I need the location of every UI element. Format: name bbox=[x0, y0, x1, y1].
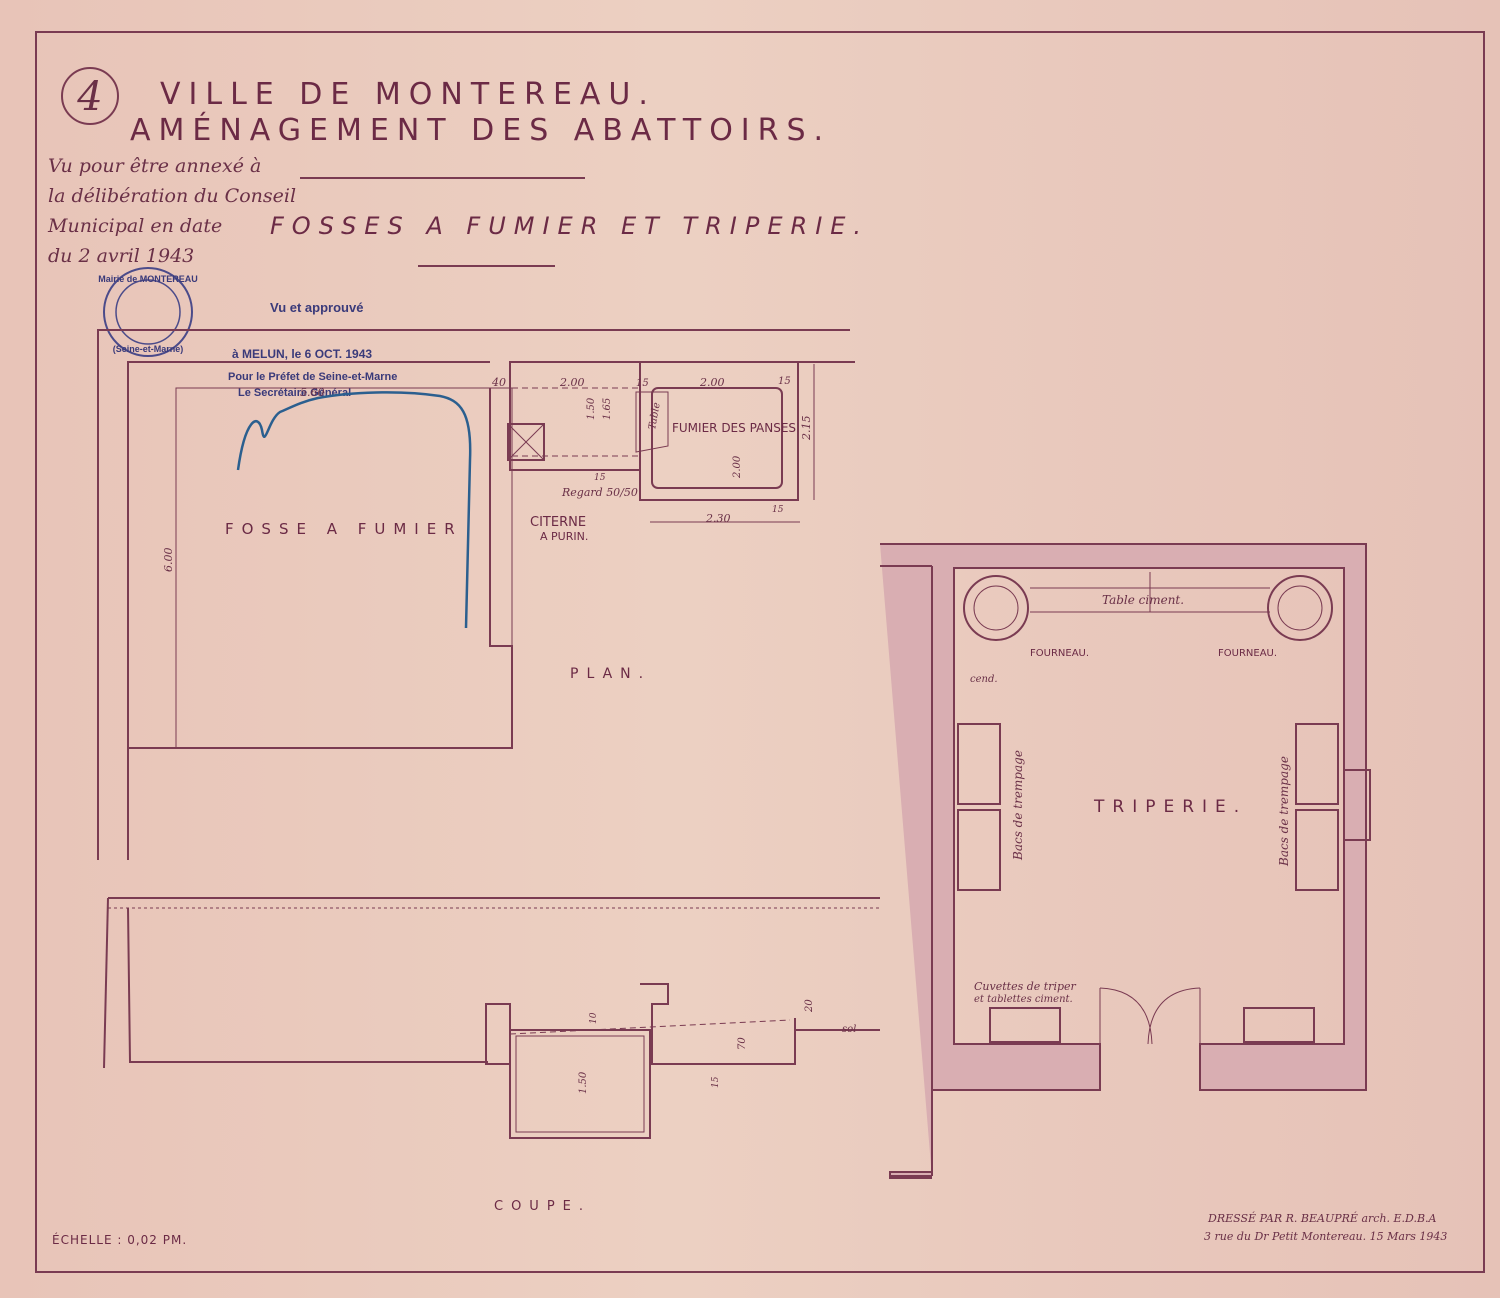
dim-230: 2.30 bbox=[705, 512, 731, 525]
bacs-right-label: Bacs de trempage bbox=[1277, 756, 1291, 867]
dim-150: 1.50 bbox=[586, 397, 597, 420]
dim-200a: 2.00 bbox=[559, 376, 585, 389]
table-ciment-label: Table ciment. bbox=[1102, 593, 1184, 607]
cend-label: cend. bbox=[970, 674, 998, 685]
plan-fosse-fumier bbox=[97, 329, 855, 860]
dim-215: 2.15 bbox=[800, 416, 813, 442]
dim-560: 5.60 bbox=[300, 386, 325, 399]
coupe-section bbox=[103, 897, 880, 1139]
coupe-dim-10: 10 bbox=[589, 1012, 599, 1024]
dim-15c: 15 bbox=[594, 473, 606, 483]
sheet-number-circle bbox=[61, 67, 119, 125]
coupe-dim-15: 15 bbox=[711, 1076, 721, 1088]
seal-bottom-text: (Seine-et-Marne) bbox=[113, 344, 184, 354]
fourneau-left-label: FOURNEAU. bbox=[1030, 648, 1089, 659]
dim-15b: 15 bbox=[778, 376, 791, 387]
coupe-sol-label: sol bbox=[842, 1024, 856, 1035]
fosse-label: FOSSE A FUMIER bbox=[225, 520, 463, 538]
fourneau-right-label: FOURNEAU. bbox=[1218, 648, 1277, 659]
title-line2: AMÉNAGEMENT DES ABATTOIRS. bbox=[130, 112, 831, 148]
scale-label: ÉCHELLE : 0,02 PM. bbox=[52, 1232, 187, 1247]
dim-200c: 2.00 bbox=[732, 455, 743, 479]
dim-40: 40 bbox=[491, 376, 506, 389]
coupe-label: COUPE. bbox=[494, 1199, 591, 1214]
stamp-approved: Vu et approuvé bbox=[270, 300, 363, 315]
sheet-number: 4 bbox=[76, 74, 102, 120]
signature-line2: 3 rue du Dr Petit Montereau. 15 Mars 194… bbox=[1204, 1230, 1447, 1243]
plan-label: PLAN. bbox=[570, 666, 651, 682]
drawing-subtitle: FOSSES A FUMIER ET TRIPERIE. bbox=[270, 212, 869, 240]
stamp-line3: Le Secrétaire Général bbox=[238, 387, 351, 399]
note-line4: du 2 avril 1943 bbox=[48, 245, 194, 267]
triperie-label: TRIPERIE. bbox=[1093, 797, 1247, 817]
dim-600: 6.00 bbox=[162, 548, 175, 573]
triperie-plan bbox=[880, 543, 1371, 1179]
table-label: Table bbox=[647, 402, 663, 431]
stamp-line2: Pour le Préfet de Seine-et-Marne bbox=[228, 371, 397, 383]
municipal-seal: Mairie de MONTEREAU (Seine-et-Marne) bbox=[98, 267, 198, 357]
a-purin-label: A PURIN. bbox=[540, 530, 588, 543]
note-line3: Municipal en date bbox=[47, 215, 222, 237]
dim-165: 1.65 bbox=[602, 398, 613, 420]
bacs-left-label: Bacs de trempage bbox=[1011, 750, 1025, 861]
seal-top-text: Mairie de MONTEREAU bbox=[98, 274, 198, 284]
coupe-dim-20: 20 bbox=[804, 999, 815, 1013]
cuvettes-line2: et tablettes ciment. bbox=[974, 994, 1073, 1005]
sheet-border bbox=[35, 31, 1485, 1273]
citerne-label: CITERNE bbox=[530, 515, 586, 530]
title-line1: VILLE DE MONTEREAU. bbox=[160, 77, 656, 112]
dim-15d: 15 bbox=[772, 505, 784, 515]
note-line2: la délibération du Conseil bbox=[48, 185, 296, 207]
official-signature bbox=[236, 391, 472, 629]
signature-line1: DRESSÉ PAR R. BEAUPRÉ arch. E.D.B.A bbox=[1207, 1211, 1437, 1225]
fumier-panses-label: FUMIER DES PANSES bbox=[672, 421, 796, 435]
dim-15a: 15 bbox=[636, 378, 649, 389]
coupe-dim-150: 1.50 bbox=[578, 1071, 589, 1094]
dim-200b: 2.00 bbox=[699, 376, 725, 389]
cuvettes-line1: Cuvettes de triper bbox=[974, 980, 1077, 993]
note-line1: Vu pour être annexé à bbox=[48, 155, 261, 177]
coupe-dim-70: 70 bbox=[737, 1037, 748, 1050]
stamp-place-date: à MELUN, le 6 OCT. 1943 bbox=[232, 347, 372, 361]
regard-label: Regard 50/50 bbox=[561, 486, 638, 499]
